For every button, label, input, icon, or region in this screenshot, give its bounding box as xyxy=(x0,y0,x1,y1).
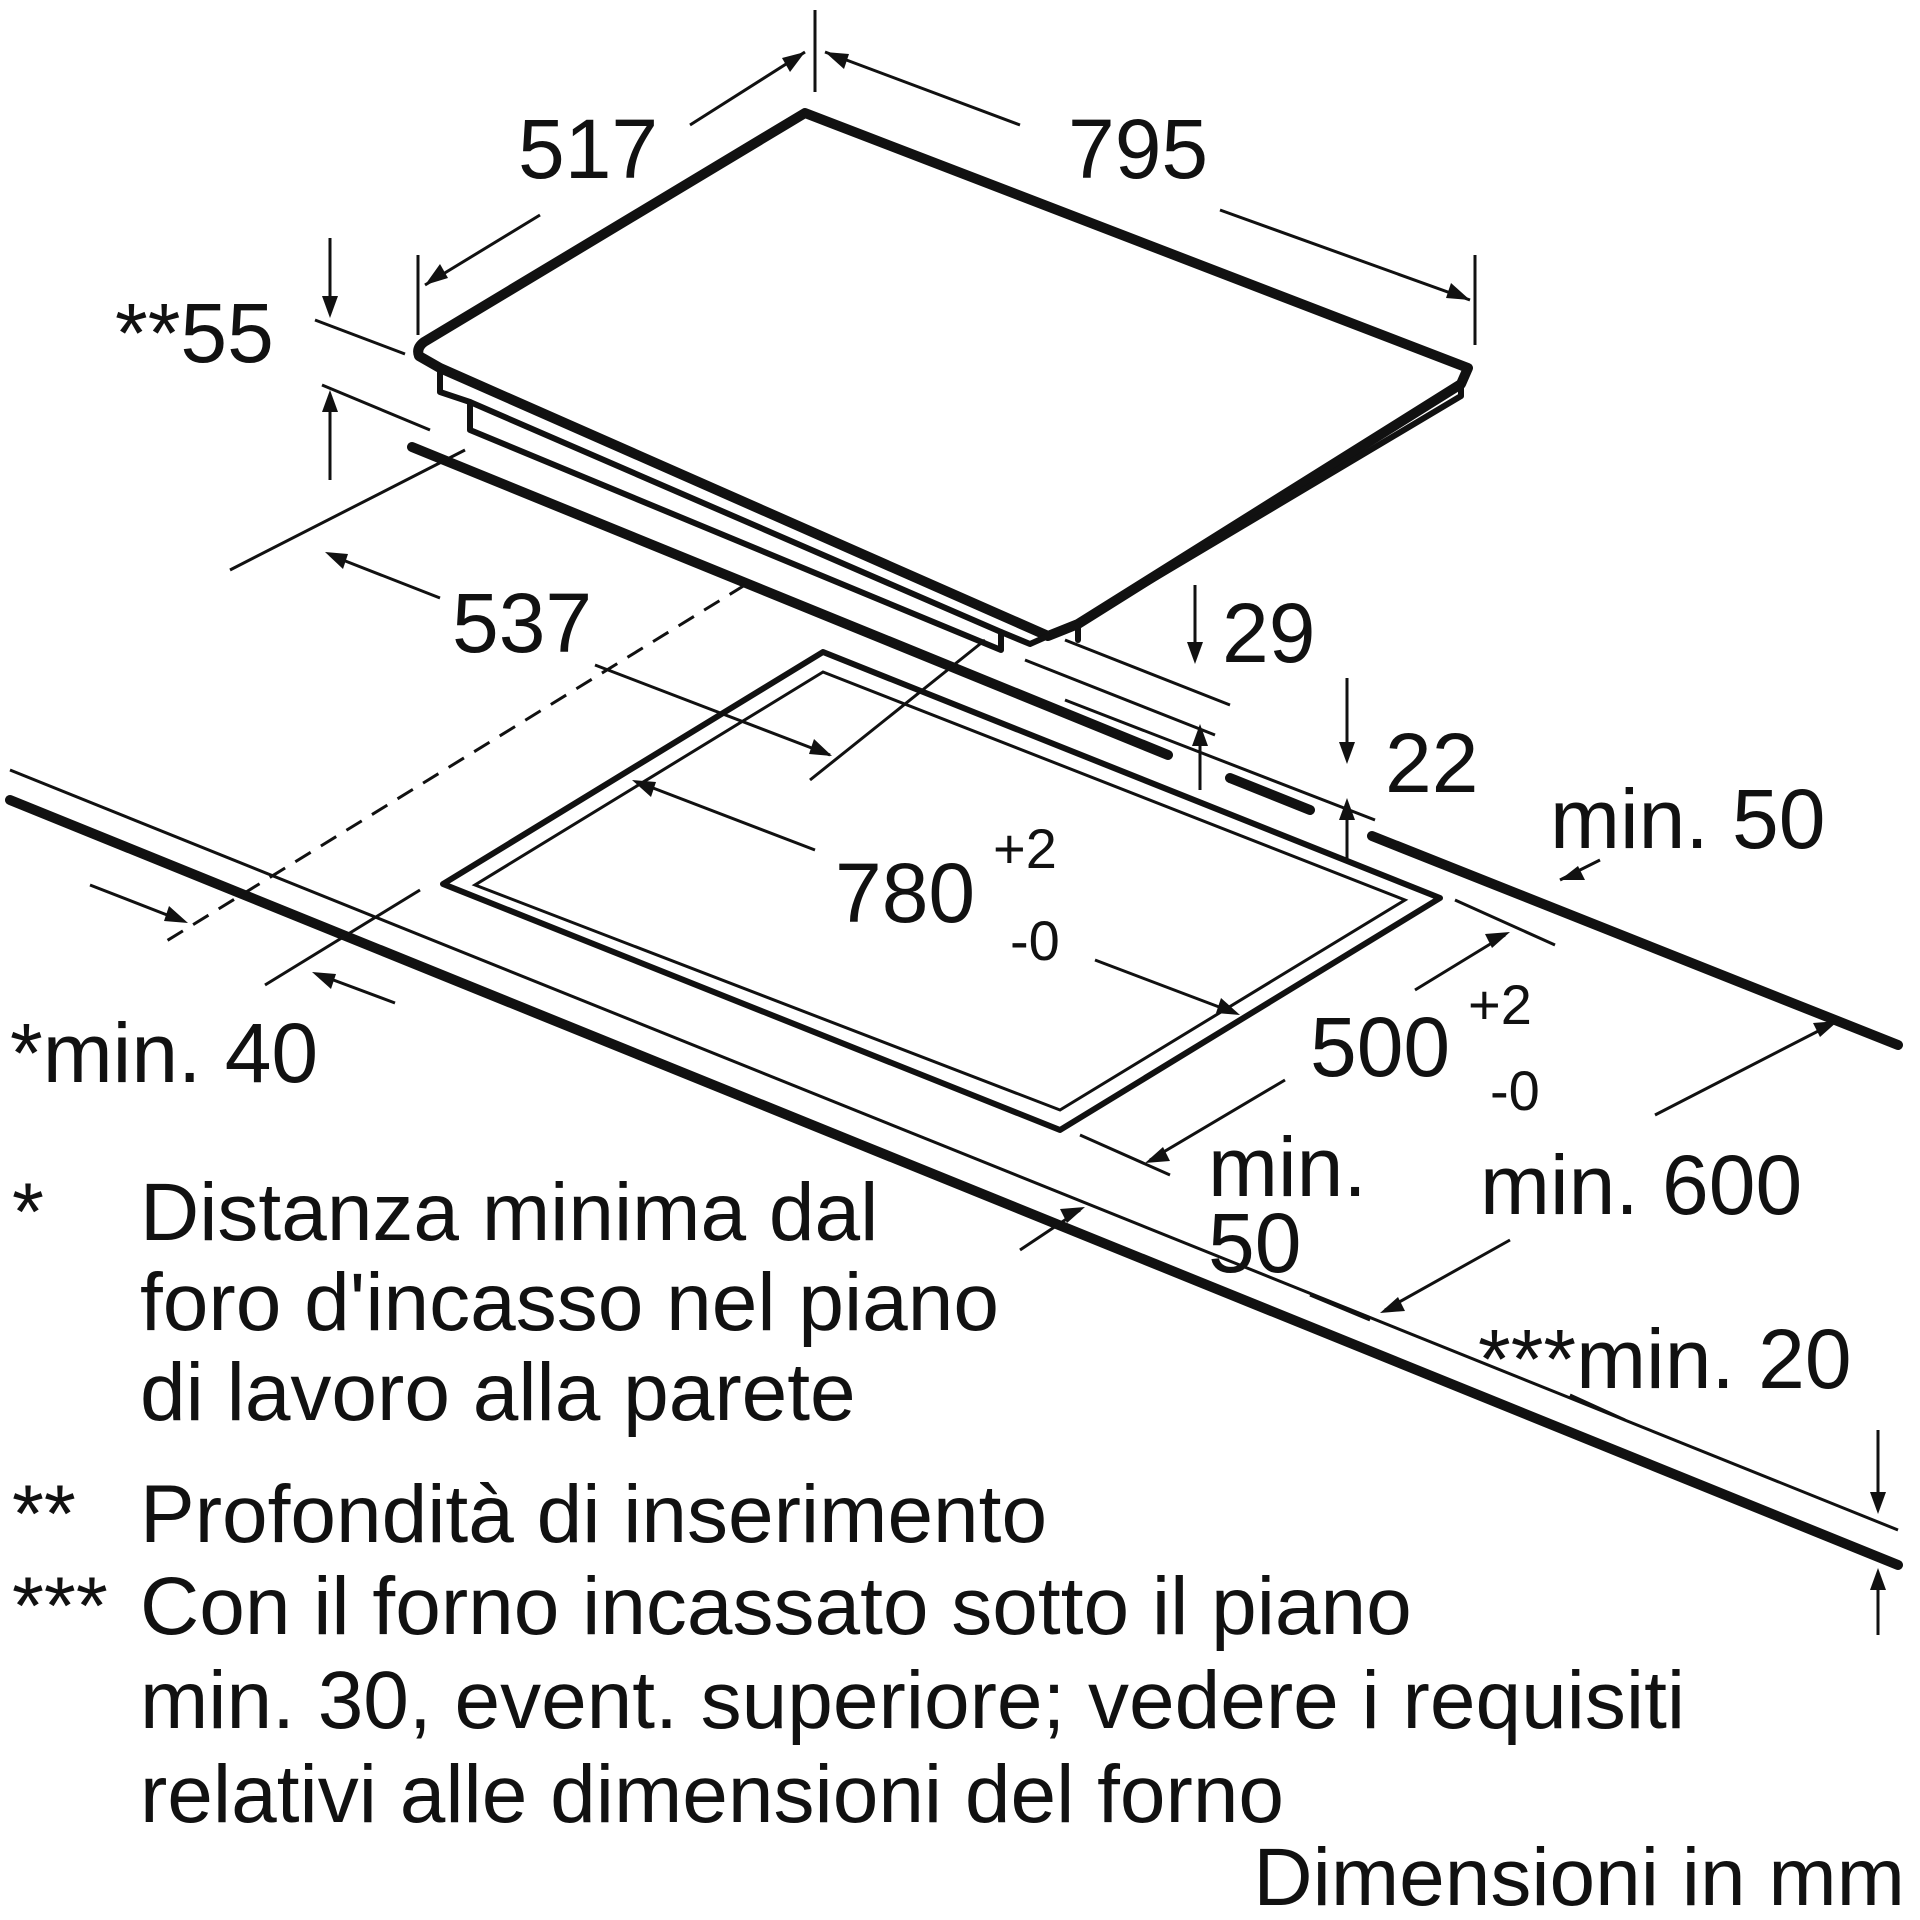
guide-lines xyxy=(159,318,1626,1422)
note-1-line-1: Distanza minima dal xyxy=(140,1167,878,1258)
dim-500-tol-plus: +2 xyxy=(1468,973,1532,1036)
dim-517: 517 xyxy=(518,102,658,196)
dim-780: 780 xyxy=(835,846,975,940)
dim-min-50-right: min. 50 xyxy=(1550,772,1825,866)
note-2-line-1: Profondità di inserimento xyxy=(140,1469,1047,1560)
cutout-opening xyxy=(440,649,1443,1133)
dim-780-tol-minus: -0 xyxy=(1010,909,1060,972)
note-3-line-2: min. 30, event. superiore; vedere i requ… xyxy=(140,1655,1685,1746)
dimension-lines xyxy=(89,10,1886,1635)
worktop xyxy=(5,442,1903,1570)
dim-29: 29 xyxy=(1222,586,1315,680)
note-3-marker: *** xyxy=(12,1561,108,1652)
dim-500: 500 xyxy=(1310,1000,1450,1094)
dim-537: 537 xyxy=(452,576,592,670)
note-1-line-3: di lavoro alla parete xyxy=(140,1347,856,1438)
dim-795: 795 xyxy=(1068,102,1208,196)
note-3-line-1: Con il forno incassato sotto il piano xyxy=(140,1561,1412,1652)
notes: * Distanza minima dal foro d'incasso nel… xyxy=(12,1167,1905,1920)
dim-min-50-front-1: min. xyxy=(1208,1120,1367,1214)
units-note: Dimensioni in mm xyxy=(1253,1832,1905,1920)
dim-min-600: min. 600 xyxy=(1480,1138,1802,1232)
note-1-line-2: foro d'incasso nel piano xyxy=(140,1257,999,1348)
dim-min-50-front-2: 50 xyxy=(1208,1196,1301,1290)
hob-outline xyxy=(413,108,1473,653)
dimension-labels: 517 795 **55 537 29 22 min. 50 780 +2 -0… xyxy=(10,102,1852,1406)
dim-500-tol-minus: -0 xyxy=(1490,1059,1540,1122)
dim-min-40: *min. 40 xyxy=(10,1006,318,1100)
note-2-marker: ** xyxy=(12,1469,76,1560)
dim-min-20: ***min. 20 xyxy=(1478,1312,1852,1406)
note-3-line-3: relativi alle dimensioni del forno xyxy=(140,1749,1284,1840)
dim-22: 22 xyxy=(1385,716,1478,810)
note-1-marker: * xyxy=(12,1167,44,1258)
dim-55: **55 xyxy=(115,286,274,380)
dim-780-tol-plus: +2 xyxy=(993,817,1057,880)
